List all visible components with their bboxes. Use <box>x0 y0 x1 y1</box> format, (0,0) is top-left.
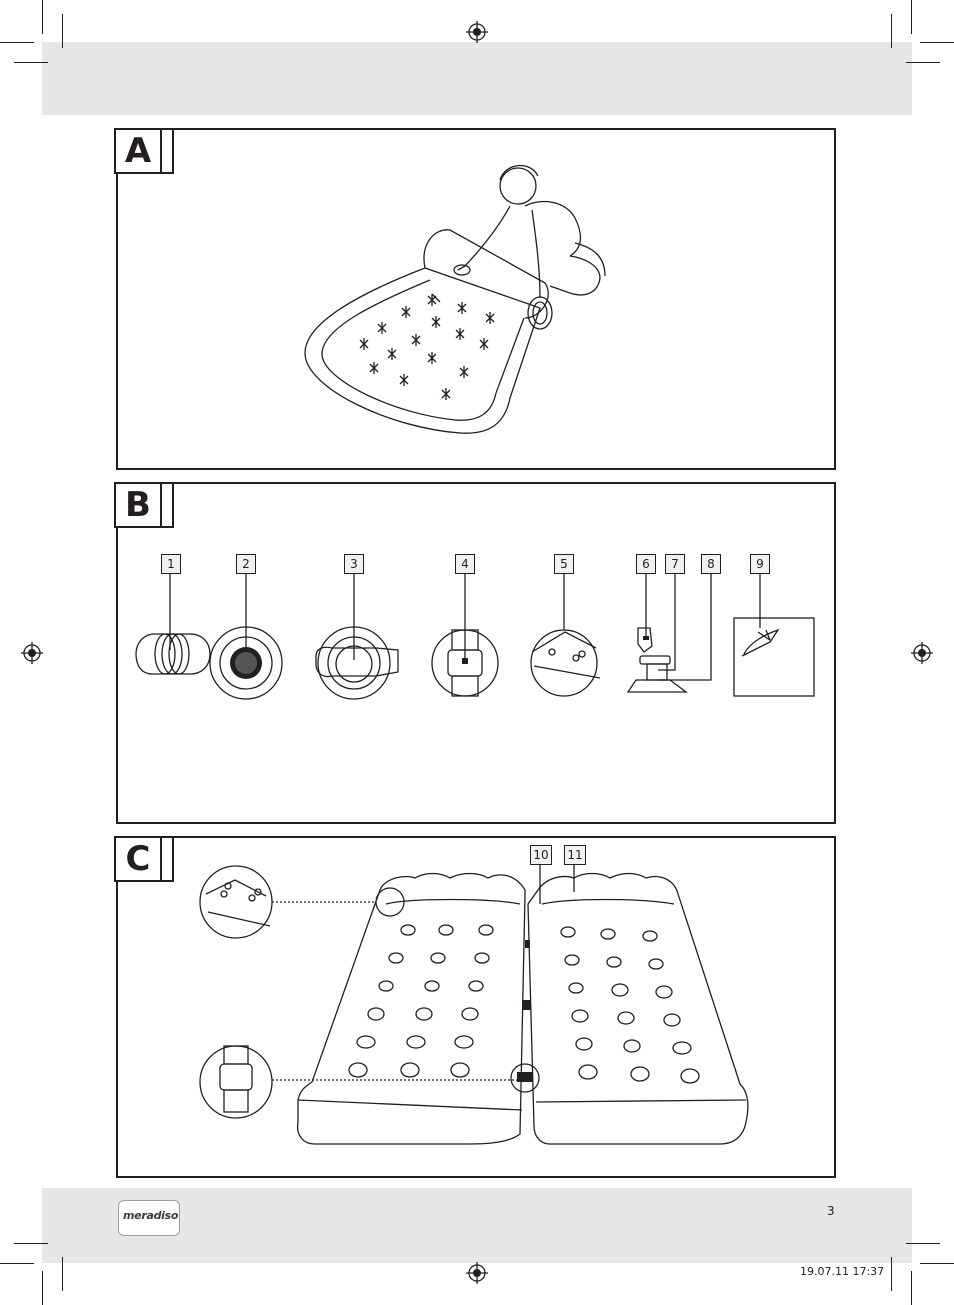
callout-8: 8 <box>701 554 721 574</box>
parts-illustrations <box>130 572 830 702</box>
registration-mark-icon <box>21 642 43 664</box>
callout-6: 6 <box>636 554 656 574</box>
panel-c-letter: C <box>116 838 162 882</box>
callout-2: 2 <box>236 554 256 574</box>
crop-mark <box>920 1263 954 1264</box>
crop-mark <box>891 14 892 48</box>
part-3-icon <box>316 627 398 699</box>
callout-9: 9 <box>750 554 770 574</box>
callout-7: 7 <box>665 554 685 574</box>
crop-mark <box>42 0 43 34</box>
crop-mark <box>62 1257 63 1291</box>
crop-mark <box>62 14 63 48</box>
panel-a-letter: A <box>116 130 162 174</box>
print-stamp: 19.07.11 17:37 <box>800 1265 884 1278</box>
callout-11: 11 <box>564 845 586 865</box>
panel-b-tab: B <box>114 482 174 528</box>
registration-mark-icon <box>911 642 933 664</box>
registration-mark-icon <box>466 1262 488 1284</box>
brand-name: meradiso <box>123 1209 178 1222</box>
part-9-icon <box>734 618 814 696</box>
crop-mark <box>911 1271 912 1305</box>
crop-mark <box>906 1243 940 1244</box>
header-band <box>42 42 912 115</box>
crop-mark <box>911 0 912 34</box>
panel-b-letter: B <box>116 484 162 528</box>
registration-mark-icon <box>466 21 488 43</box>
crop-mark <box>0 1263 34 1264</box>
crop-mark <box>14 1243 48 1244</box>
part-pump-icon <box>628 628 686 692</box>
callout-5: 5 <box>554 554 574 574</box>
crop-mark <box>14 62 48 63</box>
person-rolling-mattress-illustration <box>300 158 620 448</box>
crop-mark <box>891 1257 892 1291</box>
part-1-icon <box>136 634 210 674</box>
callout-3: 3 <box>344 554 364 574</box>
crop-mark <box>42 1271 43 1305</box>
two-mattresses-connected-illustration <box>190 864 770 1154</box>
callout-1: 1 <box>161 554 181 574</box>
crop-mark <box>0 42 34 43</box>
crop-mark <box>920 42 954 43</box>
callout-10: 10 <box>530 845 552 865</box>
panel-c-tab: C <box>114 836 174 882</box>
panel-a-tab: A <box>114 128 174 174</box>
callout-4: 4 <box>455 554 475 574</box>
crop-mark <box>906 62 940 63</box>
meradiso-logo: meradiso <box>118 1200 180 1236</box>
page-number: 3 <box>827 1204 835 1218</box>
part-5-icon <box>531 630 600 696</box>
